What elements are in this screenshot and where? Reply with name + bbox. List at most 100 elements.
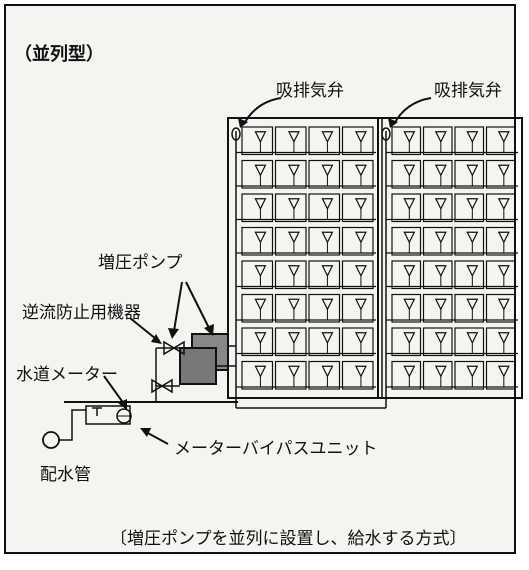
air-valve-left-label: 吸排気弁 <box>276 81 344 101</box>
apartment-unit <box>308 327 341 357</box>
faucet-icon <box>403 198 416 211</box>
apartment-unit <box>485 260 516 290</box>
apartment-unit <box>274 260 307 290</box>
plumbing-diagram <box>42 97 523 449</box>
check-valve-1b <box>172 340 185 356</box>
pump-leader-2 <box>185 281 210 329</box>
faucet-icon <box>287 164 300 177</box>
faucet-icon <box>354 365 367 378</box>
faucet-icon <box>434 231 447 244</box>
air-valve-right-arrowhead <box>388 118 398 128</box>
air-valve-right-label: 吸排気弁 <box>434 81 502 101</box>
apartment-unit <box>241 193 274 223</box>
check-valve-2a <box>151 378 164 394</box>
faucet-icon <box>254 164 267 177</box>
faucet-icon <box>497 164 510 177</box>
faucet-icon <box>497 265 510 278</box>
faucet-icon <box>287 332 300 345</box>
apartment-unit <box>485 126 516 156</box>
air-valve-left-arrowhead <box>238 118 248 128</box>
building-outline <box>227 117 523 399</box>
apartment-unit <box>241 360 274 390</box>
apartment-unit <box>391 293 422 323</box>
faucet-icon <box>287 365 300 378</box>
faucet-icon <box>254 231 267 244</box>
apartment-unit <box>422 327 453 357</box>
faucet-icon <box>403 231 416 244</box>
faucet-icon <box>434 131 447 144</box>
apartment-unit <box>454 260 485 290</box>
apartment-unit <box>274 159 307 189</box>
apartment-unit <box>454 126 485 156</box>
faucet-icon <box>254 131 267 144</box>
backflow-leader <box>129 317 157 340</box>
apartment-unit <box>341 260 374 290</box>
faucet-icon <box>254 265 267 278</box>
apartment-unit <box>241 159 274 189</box>
diagram-caption: 〔増圧ポンプを並列に設置し、給水する方式〕 <box>110 529 467 549</box>
distribution-pipe-label: 配水管 <box>40 465 91 485</box>
faucet-icon <box>466 164 479 177</box>
faucet-icon <box>354 164 367 177</box>
check-valve-1a <box>163 340 176 356</box>
apartment-unit <box>308 293 341 323</box>
apartment-unit <box>341 226 374 256</box>
backflow-device-label: 逆流防止用機器 <box>22 303 141 323</box>
apartment-unit <box>454 360 485 390</box>
apartment-unit <box>274 360 307 390</box>
faucet-icon <box>354 231 367 244</box>
faucet-icon <box>354 332 367 345</box>
apartment-unit <box>308 159 341 189</box>
faucet-icon <box>321 298 334 311</box>
apartment-unit <box>454 159 485 189</box>
apartment-unit <box>341 193 374 223</box>
distribution-pipe-icon <box>42 431 60 449</box>
apartment-unit <box>454 193 485 223</box>
pump-arrowhead-2 <box>204 324 214 336</box>
backflow-arrowhead <box>151 334 162 344</box>
apartment-unit <box>341 360 374 390</box>
apartment-unit <box>422 360 453 390</box>
faucet-icon <box>466 231 479 244</box>
apartment-unit <box>485 159 516 189</box>
apartment-unit <box>454 327 485 357</box>
faucet-icon <box>403 332 416 345</box>
faucet-icon <box>497 298 510 311</box>
apartment-unit <box>485 327 516 357</box>
faucet-icon <box>287 198 300 211</box>
faucet-icon <box>321 164 334 177</box>
apartment-unit <box>341 293 374 323</box>
apartment-unit <box>241 226 274 256</box>
faucet-icon <box>403 365 416 378</box>
faucet-icon <box>321 131 334 144</box>
apartment-unit <box>391 327 422 357</box>
bypass-leader <box>145 431 169 445</box>
faucet-icon <box>434 265 447 278</box>
faucet-icon <box>254 198 267 211</box>
apartment-unit <box>422 193 453 223</box>
apartment-unit <box>422 293 453 323</box>
apartment-unit <box>391 260 422 290</box>
bypass-arrowhead <box>140 428 151 437</box>
air-valve-left-leader <box>243 97 282 125</box>
faucet-icon <box>466 198 479 211</box>
faucet-icon <box>434 164 447 177</box>
apartment-unit <box>274 126 307 156</box>
faucet-icon <box>434 365 447 378</box>
apartment-unit <box>422 226 453 256</box>
faucet-icon <box>321 198 334 211</box>
faucet-icon <box>466 365 479 378</box>
booster-pump-2 <box>179 347 217 385</box>
apartment-unit <box>391 226 422 256</box>
faucet-icon <box>287 131 300 144</box>
faucet-icon <box>466 332 479 345</box>
faucet-icon <box>403 298 416 311</box>
water-meter-label: 水道メーター <box>16 365 118 385</box>
faucet-icon <box>354 298 367 311</box>
apartment-unit <box>485 226 516 256</box>
faucet-icon <box>497 198 510 211</box>
faucet-icon <box>466 265 479 278</box>
faucet-icon <box>354 265 367 278</box>
apartment-unit <box>274 293 307 323</box>
faucet-icon <box>466 131 479 144</box>
